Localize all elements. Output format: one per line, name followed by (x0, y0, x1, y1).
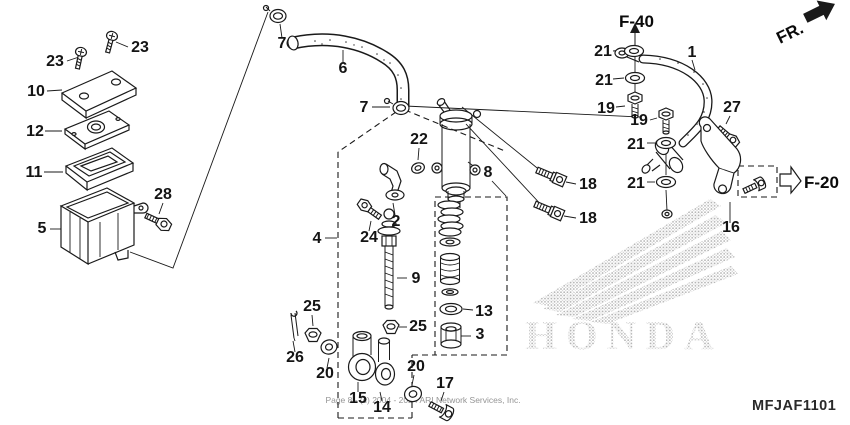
f20-right-arrow-icon (779, 165, 802, 195)
part-reservoir-body-5 (59, 187, 149, 266)
part-cotter-pin-26 (290, 310, 299, 342)
part-sealing-washer-21-d (655, 175, 677, 189)
part-seal-13 (439, 302, 463, 316)
part-rod-end-14 (374, 337, 396, 386)
part-piston-kit-washer-upper (439, 237, 461, 247)
part-callout: 23 (131, 39, 149, 56)
part-joint-2 (379, 162, 405, 201)
part-reservoir-hose-6 (286, 33, 410, 113)
part-callout: 16 (722, 219, 740, 236)
part-callout: 18 (579, 210, 597, 227)
honda-wing-watermark: HONDA (525, 199, 738, 358)
copyright-watermark: Page 8 - (c) 2004 - 2024 ARI Network Ser… (325, 395, 520, 405)
part-callout: 15 (349, 390, 367, 407)
part-callout: 7 (360, 99, 369, 116)
part-callout: 21 (595, 72, 613, 89)
part-callout: 9 (412, 270, 421, 287)
part-callout: 11 (26, 164, 43, 181)
part-washer-20-left (320, 339, 338, 355)
front-direction-marker: FR. (773, 0, 835, 48)
part-callout: 23 (46, 53, 64, 70)
part-washer-20-right (403, 385, 423, 403)
part-bolt-18-lower (533, 200, 566, 222)
part-sealing-washer-21-b (624, 71, 646, 85)
part-reservoir-cap-10 (60, 70, 138, 120)
part-callout: 22 (410, 131, 428, 148)
part-callout: 4 (313, 230, 322, 247)
part-piston-kit-boot (439, 252, 461, 286)
f40-up-arrow-icon (630, 23, 640, 33)
f40-reference: F-40 (619, 12, 654, 45)
part-nut-25-right (382, 319, 400, 335)
part-cup-3 (440, 322, 462, 349)
part-callout: 17 (436, 375, 454, 392)
part-diaphragm-11 (64, 147, 135, 192)
part-brake-hose-1 (638, 54, 713, 148)
part-callout: 6 (339, 60, 348, 77)
part-hose-clamp-7-bottom (383, 97, 410, 116)
callout-labels: 23 23 10 12 11 5 28 7 6 7 22 2 24 4 9 25… (26, 35, 741, 416)
part-callout: 1 (688, 44, 697, 61)
part-callout: 28 (154, 186, 172, 203)
part-clevis-eye-15 (347, 330, 377, 382)
part-bolt-18-upper (535, 166, 568, 188)
part-master-cylinder-8 (431, 98, 482, 208)
part-callout: 7 (278, 35, 287, 52)
part-bracket-16 (661, 116, 742, 219)
part-callout: 21 (594, 43, 612, 60)
part-callout: 27 (723, 99, 741, 116)
part-callout: 18 (579, 176, 597, 193)
part-hose-clamp-7-top (262, 4, 287, 24)
part-callout: 3 (476, 326, 485, 343)
f20-reference: F-20 (779, 165, 839, 195)
part-callout: 14 (373, 399, 391, 416)
part-screw-23-top (104, 30, 119, 54)
part-screw-23-left (74, 46, 88, 70)
part-sealing-washer-21-a (623, 44, 645, 58)
diagram-code: MFJAF1101 (752, 398, 836, 414)
part-callout: 19 (597, 100, 615, 117)
part-callout: 20 (316, 365, 334, 382)
part-banjo-bolt-19-b (658, 107, 674, 135)
f20-label: F-20 (804, 173, 839, 192)
part-callout: 26 (286, 349, 304, 366)
part-callout: 20 (407, 358, 425, 375)
part-callout: 13 (475, 303, 493, 320)
part-push-rod-9 (377, 208, 401, 310)
part-washer-22 (411, 162, 425, 174)
part-callout: 8 (484, 164, 493, 181)
part-piston-kit-washer-lower (441, 288, 459, 296)
part-callout: 12 (26, 123, 44, 140)
part-bolt-24 (356, 198, 383, 221)
part-callout: 5 (38, 220, 47, 237)
part-piston-kit-spring (437, 200, 464, 237)
part-bolt-28 (144, 212, 173, 232)
part-bolt-17 (428, 400, 455, 422)
part-callout: 21 (627, 136, 645, 153)
part-callout: 19 (630, 112, 648, 129)
part-callout: 10 (27, 83, 45, 100)
part-cap-plate-12 (63, 110, 131, 151)
f40-label: F-40 (619, 12, 654, 31)
part-bolt-in-f20-box (742, 176, 767, 195)
part-sealing-washer-21-c (655, 136, 677, 150)
part-callout: 21 (627, 175, 645, 192)
honda-watermark-text: HONDA (525, 312, 723, 358)
front-label: FR. (773, 19, 806, 48)
part-callout: 25 (409, 318, 427, 335)
front-arrow-icon (803, 0, 835, 23)
part-nut-25-left (304, 327, 322, 343)
part-callout: 24 (360, 229, 378, 246)
part-callout: 2 (392, 213, 401, 230)
part-banjo-bolt-19-a (627, 91, 643, 119)
part-callout: 25 (303, 298, 321, 315)
